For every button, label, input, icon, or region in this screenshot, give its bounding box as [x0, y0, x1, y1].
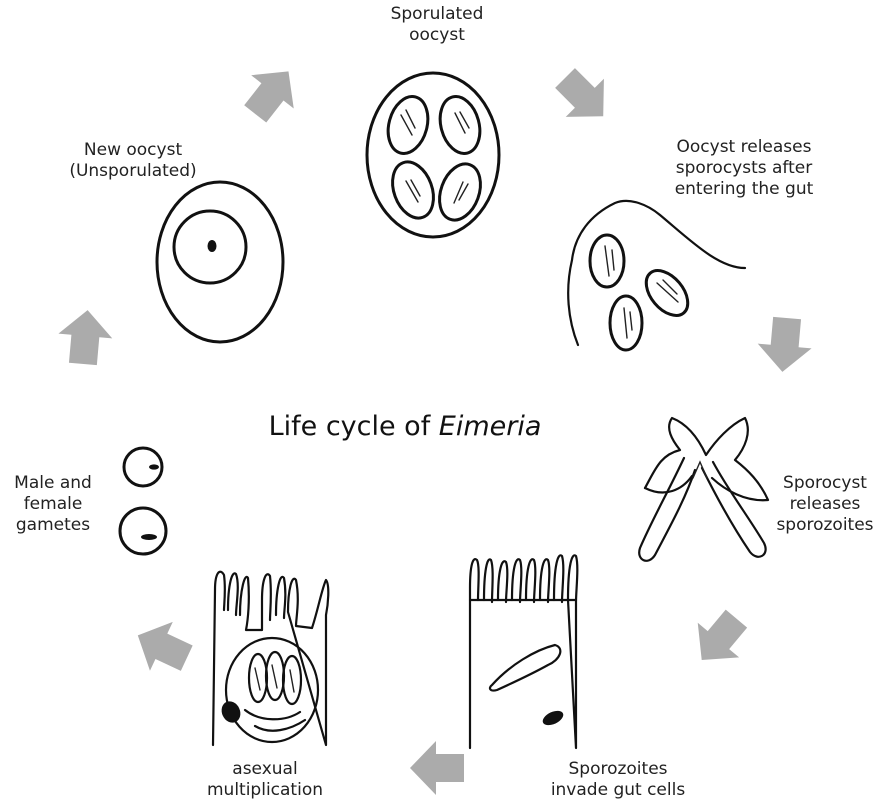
cycle-arrow-2	[546, 59, 622, 135]
gametes-drawing	[120, 448, 166, 554]
cycle-arrow-3	[755, 316, 814, 375]
gut-sporocysts-drawing	[568, 201, 745, 350]
sporulated-oocyst-drawing	[367, 73, 499, 237]
title-prefix: Life cycle of	[269, 411, 439, 442]
new-oocyst-drawing	[157, 182, 283, 342]
gut-cell-invasion-drawing	[470, 555, 577, 748]
label-oocyst-releases: Oocyst releases sporocysts after enterin…	[638, 137, 850, 200]
title-genus: Eimeria	[439, 411, 542, 442]
cycle-arrow-4	[681, 601, 757, 677]
cycle-arrow-1	[234, 55, 310, 131]
label-sporozoites-invade: Sporozoites invade gut cells	[520, 759, 716, 801]
cycle-arrow-7	[56, 308, 115, 367]
cycle-arrow-6	[126, 611, 198, 683]
label-new-oocyst: New oocyst (Unsporulated)	[48, 140, 218, 182]
diagram-title: Life cycle of Eimeria	[215, 411, 595, 442]
label-sporocyst-releases: Sporocyst releases sporozoites	[760, 473, 885, 536]
label-gametes: Male and female gametes	[0, 473, 106, 536]
label-asexual-multiplication: asexual multiplication	[190, 759, 340, 801]
cycle-arrow-5	[410, 741, 464, 795]
sporozoites-release-drawing	[639, 418, 768, 561]
asexual-multiplication-drawing	[213, 572, 328, 745]
label-sporulated-oocyst: Sporulated oocyst	[367, 4, 507, 46]
